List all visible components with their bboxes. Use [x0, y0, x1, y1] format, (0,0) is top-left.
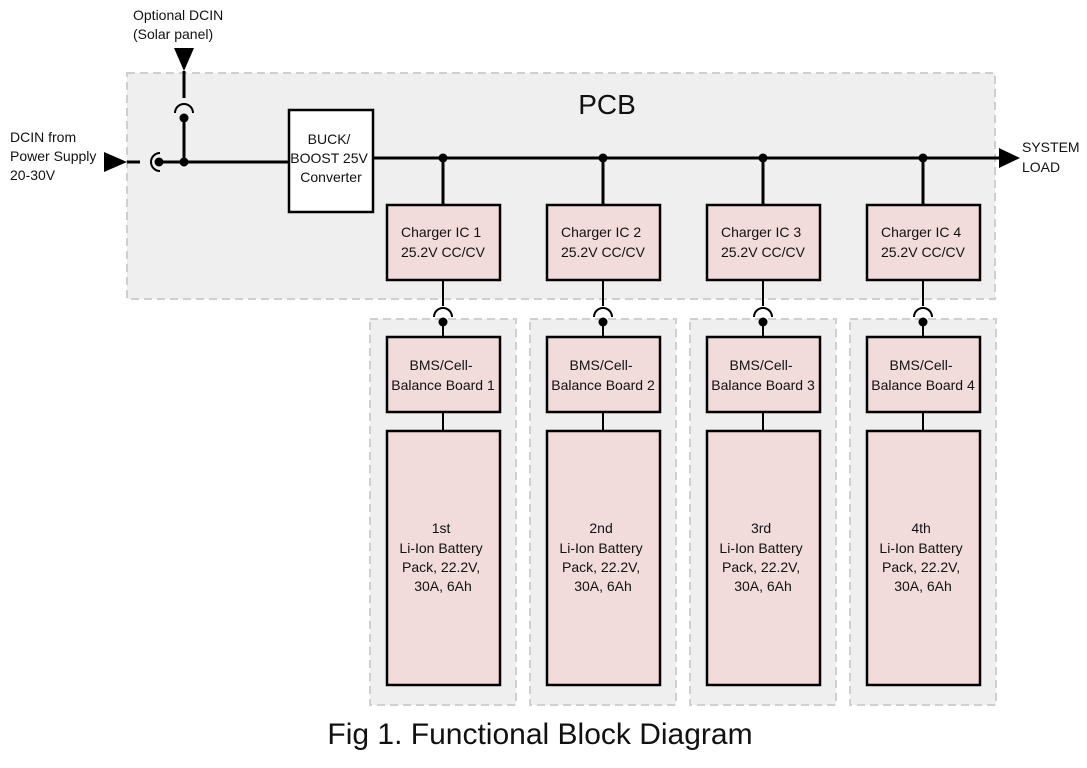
battery-pack-line: Pack, 22.2V, [722, 559, 800, 575]
input-arrow-icon [104, 152, 127, 172]
figure-caption: Fig 1. Functional Block Diagram [327, 718, 752, 751]
bms-board-label-4: BMS/Cell- Balance Board 4 [871, 357, 975, 393]
battery-pack-line: 1st [432, 520, 451, 536]
converter-label: BUCK/ BOOST 25V Converter [290, 131, 371, 185]
bms-board-label-1: BMS/Cell- Balance Board 1 [391, 357, 495, 393]
charger-ic-line: Charger IC 1 [401, 224, 481, 240]
bms-board-label-3: BMS/Cell- Balance Board 3 [711, 357, 815, 393]
battery-pack-line: 30A, 6Ah [414, 578, 472, 594]
system-load-label: SYSTEM LOAD [1022, 139, 1083, 175]
battery-pack-line: Li-Ion Battery [879, 540, 962, 556]
charger-ic-label-3: Charger IC 3 25.2V CC/CV [721, 224, 806, 260]
charger-ic-label-1: Charger IC 1 25.2V CC/CV [401, 224, 486, 260]
charger-ic-line: 25.2V CC/CV [401, 244, 486, 260]
battery-pack-line: Li-Ion Battery [399, 540, 482, 556]
battery-pack-line: Pack, 22.2V, [402, 559, 480, 575]
charger-ic-line: Charger IC 4 [881, 224, 961, 240]
charger-ic-block-3 [705, 203, 822, 282]
main-input-line: DCIN from [10, 129, 76, 145]
optional-input-connector-icon [174, 103, 194, 114]
battery-pack-line: 30A, 6Ah [734, 578, 792, 594]
bms-board-line: Balance Board 4 [871, 377, 975, 393]
bms-board-line: Balance Board 2 [551, 377, 655, 393]
system-load-line: SYSTEM [1022, 139, 1080, 155]
battery-pack-label-2: 2nd Li-Ion Battery Pack, 22.2V, 30A, 6Ah [559, 520, 646, 594]
charger-ic-line: 25.2V CC/CV [881, 244, 966, 260]
battery-pack-line: 3rd [751, 520, 771, 536]
bms-board-line: BMS/Cell- [730, 357, 793, 373]
battery-connector-icon-4 [913, 307, 933, 318]
charger-ic-block-4 [865, 203, 982, 282]
main-input-label: DCIN from Power Supply 20-30V [10, 129, 100, 183]
battery-pack-block-1 [385, 429, 502, 687]
battery-pack-label-4: 4th Li-Ion Battery Pack, 22.2V, 30A, 6Ah [879, 520, 966, 594]
battery-pack-line: Li-Ion Battery [719, 540, 802, 556]
pcb-label: PCB [578, 89, 636, 120]
battery-connector-icon-3 [753, 307, 773, 318]
optional-input-line: Optional DCIN [133, 7, 223, 23]
bms-board-line: BMS/Cell- [890, 357, 953, 373]
battery-pack-block-2 [545, 429, 662, 687]
converter-line: Converter [300, 169, 362, 185]
battery-pack-label-3: 3rd Li-Ion Battery Pack, 22.2V, 30A, 6Ah [719, 520, 806, 594]
battery-pack-label-1: 1st Li-Ion Battery Pack, 22.2V, 30A, 6Ah [399, 520, 486, 594]
battery-pack-line: Pack, 22.2V, [562, 559, 640, 575]
bms-board-block-3 [705, 335, 822, 414]
bms-board-block-1 [385, 335, 502, 414]
system-load-arrow-icon [999, 148, 1020, 168]
optional-input-line: (Solar panel) [133, 26, 213, 42]
battery-pack-line: 30A, 6Ah [574, 578, 632, 594]
charger-ic-line: Charger IC 3 [721, 224, 801, 240]
charger-ic-block-2 [545, 203, 662, 282]
input-junction-dot [179, 157, 189, 167]
converter-line: BOOST 25V [290, 150, 368, 166]
battery-pack-block-3 [705, 429, 822, 687]
bms-board-block-2 [545, 335, 662, 414]
battery-pack-block-4 [865, 429, 982, 687]
battery-pack-line: 2nd [589, 520, 612, 536]
charger-ic-block-1 [385, 203, 502, 282]
battery-pack-line: 30A, 6Ah [894, 578, 952, 594]
input-connector-icon [150, 152, 161, 172]
battery-pack-line: Li-Ion Battery [559, 540, 642, 556]
bms-board-line: Balance Board 3 [711, 377, 815, 393]
main-input-line: 20-30V [10, 167, 56, 183]
charger-ic-line: 25.2V CC/CV [721, 244, 806, 260]
optional-input-label: Optional DCIN (Solar panel) [133, 7, 227, 42]
main-input-line: Power Supply [10, 148, 96, 164]
bms-board-line: Balance Board 1 [391, 377, 495, 393]
battery-pack-line: Pack, 22.2V, [882, 559, 960, 575]
optional-input-arrow-icon [174, 48, 194, 71]
bms-board-line: BMS/Cell- [410, 357, 473, 373]
bms-board-label-2: BMS/Cell- Balance Board 2 [551, 357, 655, 393]
charger-ic-line: Charger IC 2 [561, 224, 641, 240]
system-load-line: LOAD [1022, 159, 1060, 175]
converter-line: BUCK/ [308, 131, 351, 147]
charger-ic-label-4: Charger IC 4 25.2V CC/CV [881, 224, 966, 260]
charger-ic-label-2: Charger IC 2 25.2V CC/CV [561, 224, 646, 260]
bms-board-block-4 [865, 335, 982, 414]
battery-connector-icon-2 [593, 307, 613, 318]
battery-pack-line: 4th [911, 520, 930, 536]
bms-board-line: BMS/Cell- [570, 357, 633, 373]
converter-block [287, 108, 375, 214]
charger-ic-line: 25.2V CC/CV [561, 244, 646, 260]
battery-connector-icon-1 [433, 307, 453, 318]
